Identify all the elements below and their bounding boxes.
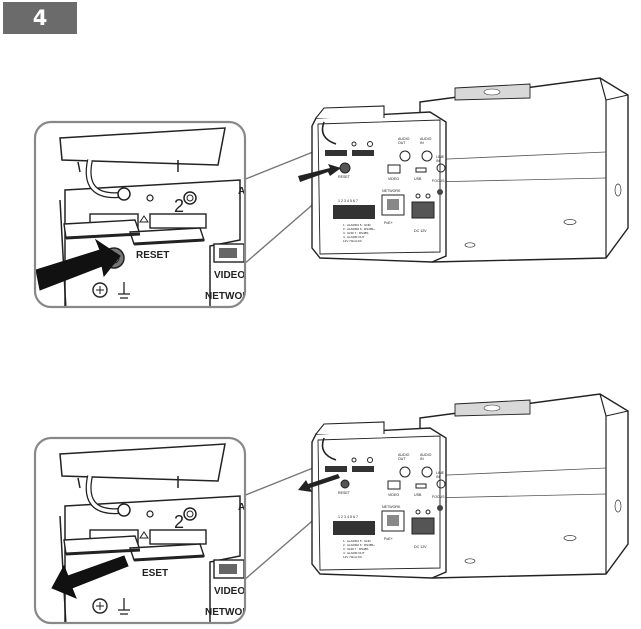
svg-text:12V 70mA DC: 12V 70mA DC [343, 555, 363, 559]
svg-text:12V 70mA DC: 12V 70mA DC [343, 239, 363, 243]
svg-text:1 : ALARM1 5 : GND: 1 : ALARM1 5 : GND [343, 223, 372, 227]
video-label: VIDEO [214, 586, 245, 597]
sd-slot-1 [325, 150, 347, 156]
zoom-inset: 2 A RESET VIDEO NETWORK [35, 122, 257, 307]
sd-slot-2 [352, 466, 374, 472]
svg-text:3 : GND 7 : RS485-: 3 : GND 7 : RS485- [343, 547, 369, 551]
zoom-connector-line [242, 199, 319, 266]
terminal-numbers: 1 2 3 4 5 6 7 [338, 199, 358, 203]
top-edge-label: A [238, 186, 245, 197]
zoom-connector-line [242, 515, 319, 582]
dc-power-port [411, 517, 435, 535]
usb-label: USB [414, 177, 422, 181]
terminal-numbers: 1 2 3 4 5 6 7 [338, 515, 358, 519]
sd-slot-2 [149, 213, 207, 229]
video-port [387, 480, 401, 490]
svg-text:2 : ALARM2 6 : RS485+: 2 : ALARM2 6 : RS485+ [343, 227, 375, 231]
terminal-block [333, 521, 375, 535]
video-label: VIDEO [388, 177, 399, 181]
focus-label: FOCUS [432, 179, 445, 183]
camera-body [311, 393, 629, 579]
network-label: NETWORK [205, 607, 257, 618]
remove-arrow [51, 555, 129, 599]
zoom-connector-line [242, 149, 319, 181]
poe-label: PoE+ [384, 537, 393, 541]
network-label: NETWORK [382, 505, 401, 509]
video-port [387, 164, 401, 174]
network-label: NETWORK [205, 291, 257, 302]
zoom-inset-frame [33, 120, 247, 309]
slot-number-label: 2 [174, 512, 184, 532]
reset-button [340, 479, 350, 489]
audio-in-jack [421, 466, 433, 478]
dc-power-port [411, 201, 435, 219]
reset-label: RESET [136, 250, 169, 261]
zoom-inset: 2 A ESET VIDEO NETWORK [35, 438, 257, 623]
terminal-legend: 1 : ALARM1 5 : GND 2 : ALARM2 6 : RS485+… [343, 223, 375, 243]
camera-reset-label: RESET [338, 491, 351, 495]
ground-screw [92, 598, 108, 614]
insert-arrow-small [298, 164, 341, 182]
svg-text:2 : ALARM2 6 : RS485+: 2 : ALARM2 6 : RS485+ [343, 543, 375, 547]
audio-in-jack [421, 150, 433, 162]
reset-label: ESET [142, 568, 168, 579]
step-number-badge: 4 [3, 2, 77, 34]
ground-screw [92, 282, 108, 298]
top-edge-label: A [238, 502, 245, 513]
audio-out-jack [399, 466, 411, 478]
ground-icon [118, 598, 130, 615]
svg-text:1 : ALARM1 5 : GND: 1 : ALARM1 5 : GND [343, 539, 372, 543]
usb-label: USB [414, 493, 422, 497]
poe-label: PoE+ [384, 221, 393, 225]
focus-label: FOCUS [432, 495, 445, 499]
sd-slot-2 [352, 150, 374, 156]
reset-button [339, 162, 351, 174]
video-label: VIDEO [388, 493, 399, 497]
insert-arrow [35, 238, 121, 291]
remove-arrow-small [298, 474, 340, 492]
sd-slot-2 [149, 529, 207, 545]
dc-label: DC 12V [414, 545, 427, 549]
zoom-inset-frame [33, 436, 247, 625]
audio-out-jack [399, 150, 411, 162]
svg-text:4 : ALARM OUT: 4 : ALARM OUT [343, 551, 365, 555]
svg-text:4 : ALARM OUT: 4 : ALARM OUT [343, 235, 365, 239]
usb-port [415, 483, 427, 489]
network-label: NETWORK [382, 189, 401, 193]
svg-text:3 : GND 7 : RS485-: 3 : GND 7 : RS485- [343, 231, 369, 235]
ground-icon [118, 282, 130, 299]
camera-reset-label: RESET [338, 175, 351, 179]
dc-label: DC 12V [414, 229, 427, 233]
terminal-legend: 1 : ALARM1 5 : GND 2 : ALARM2 6 : RS485+… [343, 539, 375, 559]
sd-slot-1 [325, 466, 347, 472]
video-label: VIDEO [214, 270, 245, 281]
zoom-connector-line [242, 465, 319, 497]
usb-port [415, 167, 427, 173]
slot-number-label: 2 [174, 196, 184, 216]
camera-body [311, 77, 629, 263]
terminal-block [333, 205, 375, 219]
